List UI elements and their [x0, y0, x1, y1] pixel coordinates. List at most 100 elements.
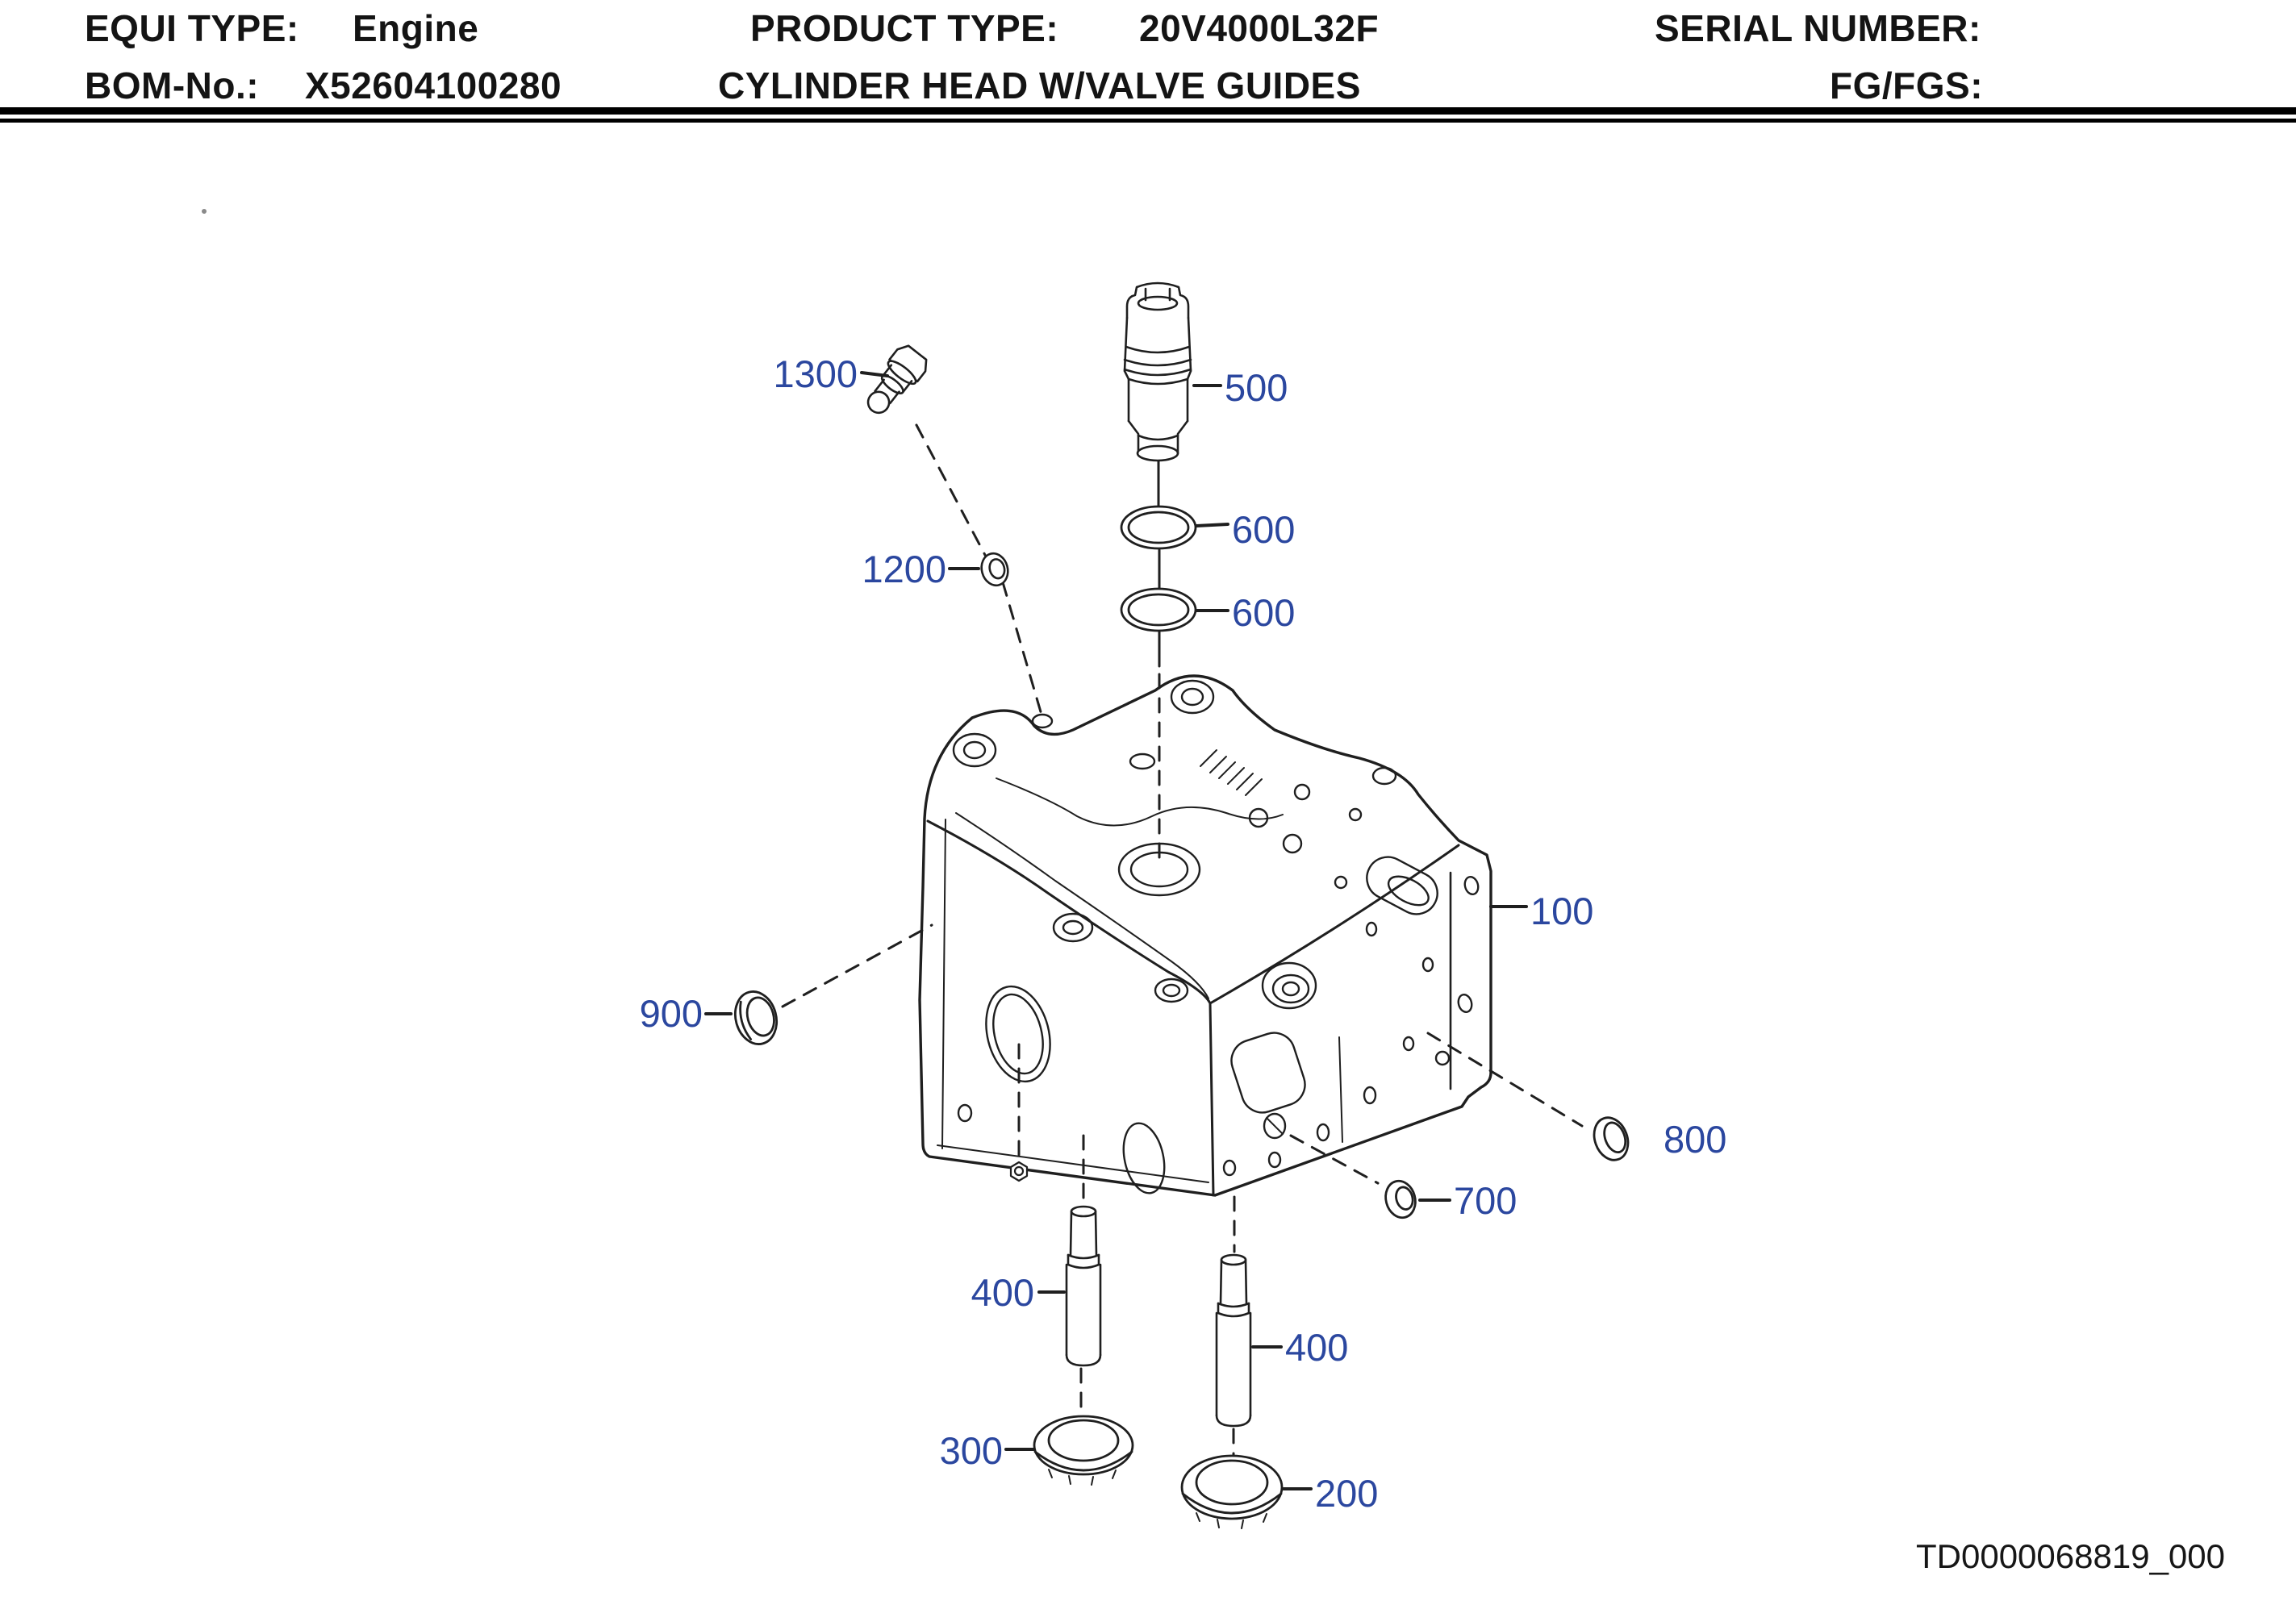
sleeve-body-walls: [1123, 369, 1192, 423]
plug-flange: [887, 360, 917, 386]
part-800-cup-plug: [1593, 1116, 1630, 1161]
small-hole: [1316, 1123, 1330, 1142]
intake-port-opening: [985, 985, 1051, 1083]
bom-number-value: X52604100280: [305, 65, 562, 106]
seal-hatch: [1048, 1469, 1117, 1486]
leader-1300: [860, 371, 889, 377]
callout-600-lower[interactable]: 600: [1232, 591, 1295, 634]
drawing-number: TD0000068819_000: [1916, 1537, 2225, 1575]
head-silhouette: [918, 674, 1492, 1197]
equi-type-label: EQUI TYPE:: [85, 7, 299, 49]
face-crease: [1338, 1036, 1343, 1143]
seal-inner: [1195, 1459, 1269, 1506]
part-200-seal-ring: [1180, 1454, 1284, 1529]
sleeve-upper-walls: [1123, 316, 1192, 373]
hole-notch: [1266, 1117, 1284, 1135]
thread-hatch: [1200, 749, 1263, 796]
ring-inner: [988, 558, 1006, 580]
plug-body: [874, 378, 900, 405]
callout-800[interactable]: 800: [1664, 1118, 1726, 1161]
part-1200-sealing-ring: [980, 552, 1009, 587]
nut-hole: [1013, 1165, 1025, 1177]
lug-hole: [1463, 875, 1480, 896]
callout-100[interactable]: 100: [1530, 890, 1593, 932]
oval-recess: [1366, 856, 1438, 915]
guide-body: [1215, 1311, 1252, 1417]
callout-500[interactable]: 500: [1225, 366, 1288, 409]
lug-hole: [1457, 993, 1473, 1014]
guide-top: [1070, 1205, 1097, 1218]
product-type-value: 20V4000L32F: [1139, 7, 1380, 49]
edge-boss-hole: [1062, 919, 1084, 936]
callout-1300[interactable]: 1300: [773, 352, 858, 395]
oring-inner: [1127, 593, 1190, 627]
head-front-face-details: [957, 985, 1166, 1194]
sleeve-crown-notches: [1144, 287, 1171, 302]
guide-flange-lines: [1067, 1253, 1100, 1269]
guide-top: [1220, 1253, 1247, 1266]
callout-300[interactable]: 300: [940, 1429, 1003, 1472]
part-600-oring-lower: [1120, 587, 1197, 632]
callout-900[interactable]: 900: [640, 992, 703, 1035]
part-900-cup-plug: [733, 990, 779, 1045]
callout-700[interactable]: 700: [1454, 1179, 1517, 1222]
edge-boss: [1052, 912, 1094, 943]
bolt-hole-inner: [1180, 687, 1204, 707]
small-hole: [1222, 1159, 1237, 1177]
small-hole: [957, 1103, 973, 1123]
guide-neck: [1069, 1210, 1098, 1257]
head-front-corner-edge: [1209, 1002, 1215, 1197]
sleeve-bore-center: [1281, 981, 1300, 997]
plug-bore-hole: [1031, 713, 1054, 729]
callout-600-upper[interactable]: 600: [1232, 508, 1295, 551]
oring-inner: [1127, 511, 1190, 544]
small-hole: [1282, 833, 1303, 854]
head-right-top-edge: [1209, 844, 1460, 1005]
part-100-cylinder-head: [918, 674, 1492, 1197]
callout-400-right[interactable]: 400: [1285, 1326, 1348, 1369]
callout-400-left[interactable]: 400: [971, 1271, 1034, 1314]
seal-hatch: [1196, 1512, 1267, 1529]
header-rule-thin: [0, 119, 2296, 123]
small-hole: [1293, 783, 1311, 801]
sleeve-taper-line: [1137, 434, 1179, 441]
sleeve-body-top: [1127, 377, 1189, 386]
cup-rim: [739, 1000, 753, 1040]
guide-neck: [1219, 1258, 1248, 1305]
header-rule-thick: [0, 107, 2296, 115]
axis-head-to-700: [1289, 1134, 1380, 1185]
plug-tip: [866, 390, 891, 415]
part-1300-screw-plug: [866, 344, 928, 415]
axis-head-to-800: [1426, 1032, 1584, 1128]
small-hole: [1263, 1112, 1287, 1140]
head-front-crease: [941, 819, 946, 1149]
part-400-valve-guide-right: [1215, 1253, 1252, 1428]
part-600-oring-upper: [1120, 505, 1197, 550]
stray-dot: [202, 209, 207, 214]
gasket-contour: [955, 812, 1209, 999]
sleeve-bore-inner: [1271, 973, 1310, 1004]
small-hole: [1334, 875, 1348, 890]
lug-hole: [1434, 1050, 1451, 1066]
leader-600-upper: [1195, 523, 1229, 527]
sleeve-bottom: [1136, 444, 1179, 462]
cup-inner: [745, 996, 775, 1037]
small-hole: [1348, 807, 1363, 822]
sleeve-crown-inner: [1137, 295, 1179, 311]
callout-1200[interactable]: 1200: [862, 548, 946, 590]
sleeve-taper: [1127, 419, 1189, 455]
bolt-hole: [1371, 766, 1397, 786]
axis-1300-to-1200: [915, 423, 987, 558]
fg-fgs-label: FG/FGS:: [1830, 65, 1984, 106]
part-700-bushing: [1384, 1179, 1417, 1219]
seal-inner: [1047, 1419, 1120, 1462]
bolt-hole: [952, 732, 997, 768]
callout-200[interactable]: 200: [1315, 1472, 1378, 1515]
assembly-lines: [781, 423, 1584, 1488]
equi-type-value: Engine: [353, 7, 479, 49]
serial-number-label: SERIAL NUMBER:: [1655, 7, 1981, 49]
bushing-inner: [1395, 1186, 1414, 1211]
guide-flange-lines: [1217, 1302, 1250, 1318]
